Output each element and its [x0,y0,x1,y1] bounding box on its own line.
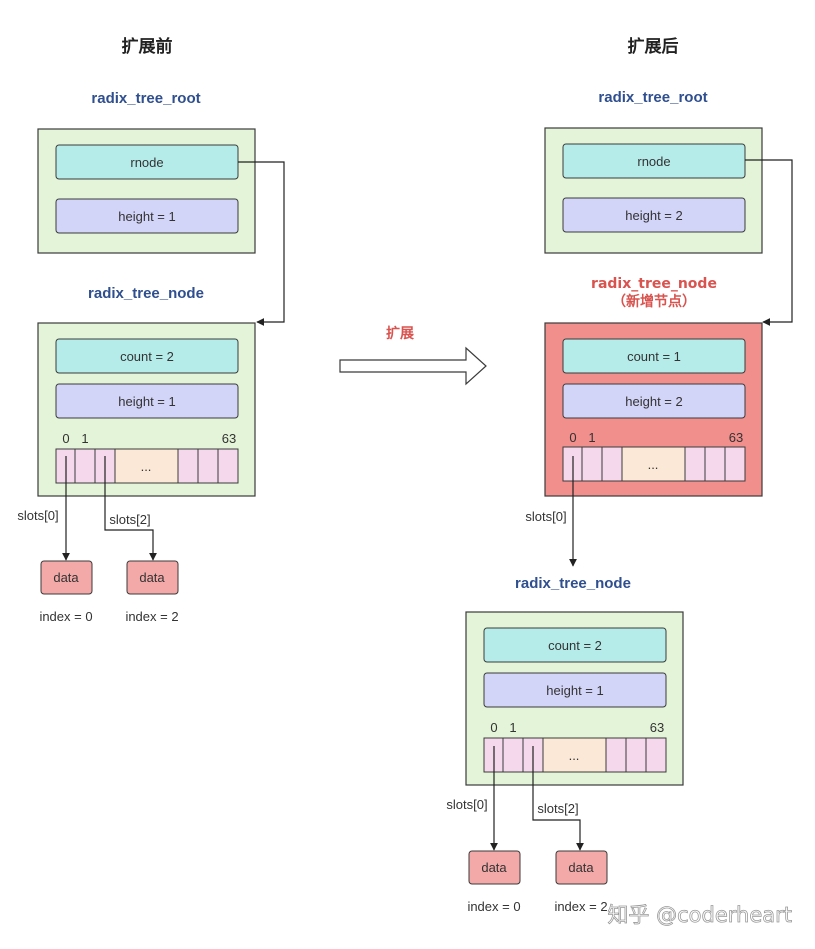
after-root-height-field [562,197,746,233]
before-data-label-2: data [139,570,165,585]
slot-cell [724,446,746,482]
after-data-index-2: index = 2 [554,899,607,914]
expand-arrow-label: 扩展 [386,325,414,342]
before-slot-index-63: 63 [222,431,236,446]
after-new-slot-index-1: 1 [588,430,595,445]
after-slot2-pointer-arrow [532,746,584,851]
after-node-height-field [483,672,667,708]
after-new-node-title: radix_tree_node [591,276,717,292]
slot-cell [605,737,627,773]
before-node-title: radix_tree_node [88,285,204,302]
slot-cell [704,446,726,482]
after-data-box-2 [555,850,608,885]
before-data-index-0: index = 0 [39,609,92,624]
after-new-slot-array [562,446,746,482]
after-data-box-0 [468,850,521,885]
before-node-height-label: height = 1 [118,394,175,409]
before-node-count-field [55,338,239,374]
after-new-node-height-label: height = 2 [625,394,682,409]
after-root-height-label: height = 2 [625,208,682,223]
before-slot-dots: ... [141,459,152,474]
slot-ellipsis-cell [542,737,607,773]
heading-after: 扩展后 [628,36,679,57]
slot-cell [684,446,706,482]
expand-block-arrow [339,346,487,386]
after-new-node-height-field [562,383,746,419]
slot-cell [601,446,623,482]
before-slot0-pointer-label: slots[0] [17,508,58,523]
slot-cell [581,446,603,482]
after-new-slot-dots: ... [648,457,659,472]
after-slot-array [483,737,667,773]
before-slot-index-0: 0 [62,431,69,446]
after-data-label-2: data [568,860,594,875]
slot-cell [502,737,524,773]
after-slot-dots: ... [569,748,580,763]
after-new-node-count-field [562,338,746,374]
before-data-label-0: data [53,570,79,585]
before-slot-index-1: 1 [81,431,88,446]
slot-cell [197,448,219,484]
after-node-height-label: height = 1 [546,683,603,698]
after-node-count-label: count = 2 [548,638,602,653]
before-slot2-pointer-label: slots[2] [109,512,150,527]
slot-cell [177,448,199,484]
slot-cell [217,448,239,484]
after-slot-index-63: 63 [650,720,664,735]
before-root-height-field [55,198,239,234]
after-new-slot-index-63: 63 [729,430,743,445]
after-slot0-pointer-label: slots[0] [446,797,487,812]
after-rnode-pointer-arrow [745,159,793,326]
before-rnode-pointer-arrow [238,161,285,326]
slot-cell [74,448,96,484]
before-node-count-label: count = 2 [120,349,174,364]
slot-ellipsis-cell [114,448,179,484]
after-data-index-0: index = 0 [467,899,520,914]
after-slot-index-0: 0 [490,720,497,735]
before-slot2-pointer-arrow [104,456,157,561]
before-data-index-2: index = 2 [125,609,178,624]
before-node-height-field [55,383,239,419]
after-root-rnode-field [562,143,746,179]
slot-ellipsis-cell [621,446,686,482]
slot-cell [645,737,667,773]
before-root-rnode-label: rnode [130,155,163,170]
watermark: 知乎 @coderheart [607,903,792,927]
before-data-box-2 [126,560,179,595]
after-new-node-subtitle: （新增节点） [612,293,696,310]
after-new-node-count-label: count = 1 [627,349,681,364]
after-new-slot0-pointer-label: slots[0] [525,509,566,524]
after-slot-index-1: 1 [509,720,516,735]
slot-cell [625,737,647,773]
before-root-height-label: height = 1 [118,209,175,224]
after-node-count-field [483,627,667,663]
after-new-slot-index-0: 0 [569,430,576,445]
heading-before: 扩展前 [122,36,173,57]
before-data-box-0 [40,560,93,595]
after-root-title: radix_tree_root [598,89,707,106]
after-root-rnode-label: rnode [637,154,670,169]
after-data-label-0: data [481,860,507,875]
after-slot2-pointer-label: slots[2] [537,801,578,816]
before-root-title: radix_tree_root [91,90,200,107]
after-node-title: radix_tree_node [515,575,631,592]
